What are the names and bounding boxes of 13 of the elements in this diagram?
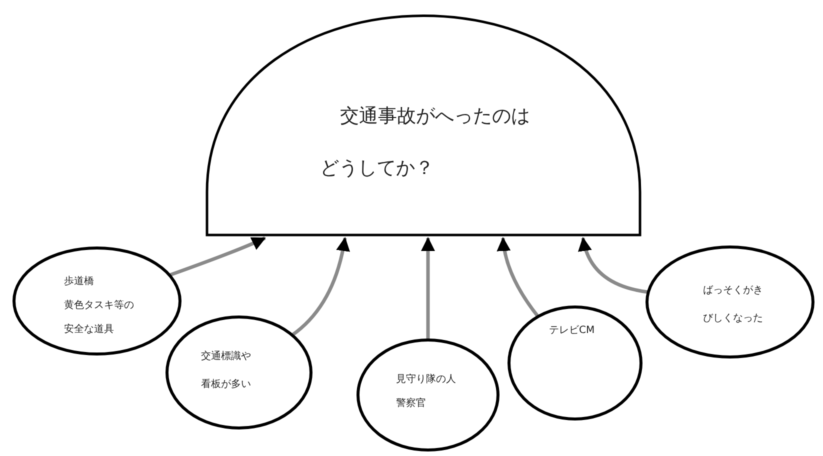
arrow [497,237,540,318]
idea-text: 黄色タスキ等の安全な道具 [64,298,134,337]
arrow [168,236,266,277]
arrow [578,237,649,294]
idea-text: 見守り隊の人 [396,372,457,387]
idea-text: 交通標識や看板が多い [201,350,252,392]
idea-text: 警察官 [396,396,427,411]
arrow [421,237,435,340]
idea-text: ばっそくがきびしくなった [703,284,764,326]
question-text: 交通事故がへったのはどうしてか？ [320,104,531,181]
arrow [291,237,350,336]
idea-text: 歩道橋 [64,274,95,289]
idea-text: テレビCM [549,324,596,338]
